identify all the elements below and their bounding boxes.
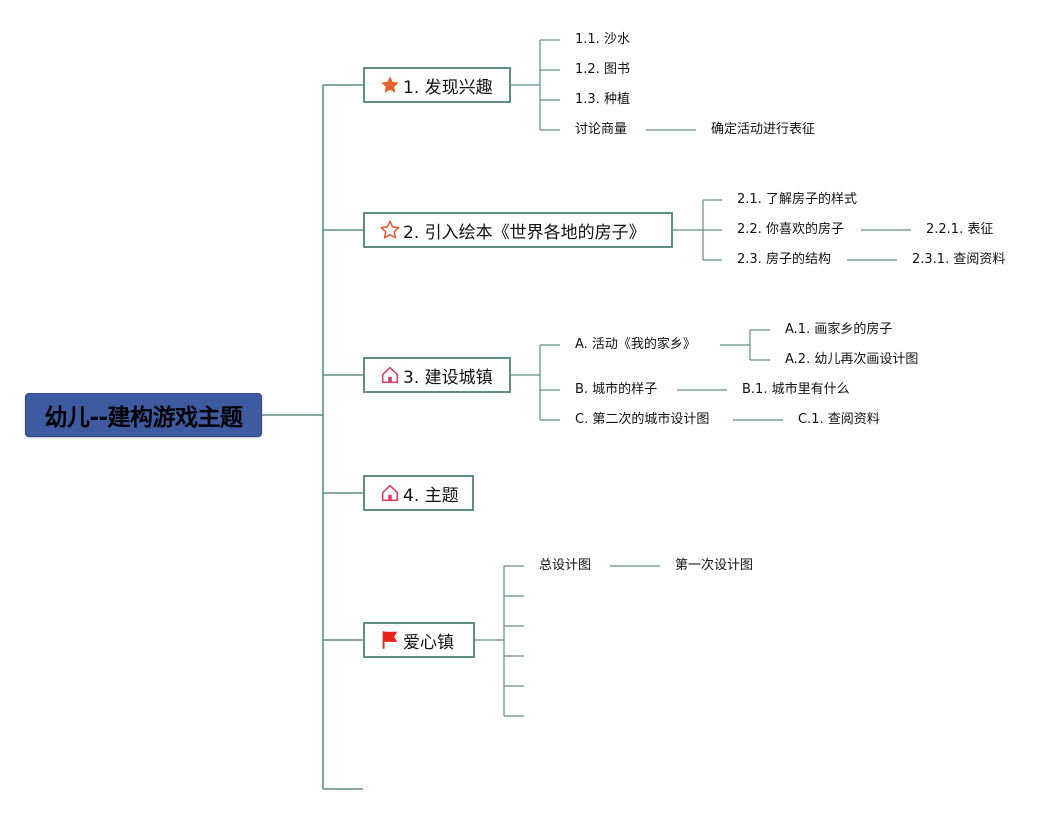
node-sand-water[interactable]: 1.1. 沙水 <box>575 32 630 47</box>
node-confirm-activity[interactable]: 确定活动进行表征 <box>711 122 816 137</box>
node-planting[interactable]: 1.3. 种植 <box>575 92 630 107</box>
node-master-design[interactable]: 总设计图 <box>539 558 592 573</box>
node-second-design[interactable]: C. 第二次的城市设计图 <box>575 412 710 427</box>
node-my-hometown[interactable]: A. 活动《我的家乡》 <box>575 337 696 352</box>
node-discussion[interactable]: 讨论商量 <box>575 122 628 137</box>
house-icon <box>379 482 401 504</box>
branch-label: 4. 主题 <box>403 485 459 506</box>
node-house-styles[interactable]: 2.1. 了解房子的样式 <box>737 192 857 207</box>
branch-picture-book[interactable]: 2. 引入绘本《世界各地的房子》 <box>363 212 673 248</box>
node-books[interactable]: 1.2. 图书 <box>575 62 630 77</box>
node-draw-hometown[interactable]: A.1. 画家乡的房子 <box>785 322 893 337</box>
branch-theme[interactable]: 4. 主题 <box>363 475 474 511</box>
branch-label: 1. 发现兴趣 <box>403 77 493 98</box>
node-city-look[interactable]: B. 城市的样子 <box>575 382 658 397</box>
node-favorite-house[interactable]: 2.2. 你喜欢的房子 <box>737 222 844 237</box>
house-icon <box>379 364 401 386</box>
node-redraw-design[interactable]: A.2. 幼儿再次画设计图 <box>785 352 919 367</box>
node-look-up-info[interactable]: 2.3.1. 查阅资料 <box>912 252 1006 267</box>
branch-label: 3. 建设城镇 <box>403 367 493 388</box>
branch-discover-interest[interactable]: 1. 发现兴趣 <box>363 67 511 103</box>
root-topic-label: 幼儿--建构游戏主题 <box>44 405 243 431</box>
branch-build-town[interactable]: 3. 建设城镇 <box>363 357 511 393</box>
node-city-contents[interactable]: B.1. 城市里有什么 <box>742 382 850 397</box>
node-look-up-info[interactable]: C.1. 查阅资料 <box>798 412 880 427</box>
branch-label: 爱心镇 <box>403 632 454 653</box>
node-first-design[interactable]: 第一次设计图 <box>675 558 754 573</box>
flag-icon <box>379 629 401 651</box>
root-topic[interactable]: 幼儿--建构游戏主题 <box>25 393 262 437</box>
node-house-structure[interactable]: 2.3. 房子的结构 <box>737 252 831 267</box>
branch-love-town[interactable]: 爱心镇 <box>363 622 475 658</box>
branch-label: 2. 引入绘本《世界各地的房子》 <box>403 222 646 243</box>
star-filled-icon <box>379 74 401 96</box>
node-representation[interactable]: 2.2.1. 表征 <box>926 222 994 237</box>
star-outline-icon <box>379 219 401 241</box>
